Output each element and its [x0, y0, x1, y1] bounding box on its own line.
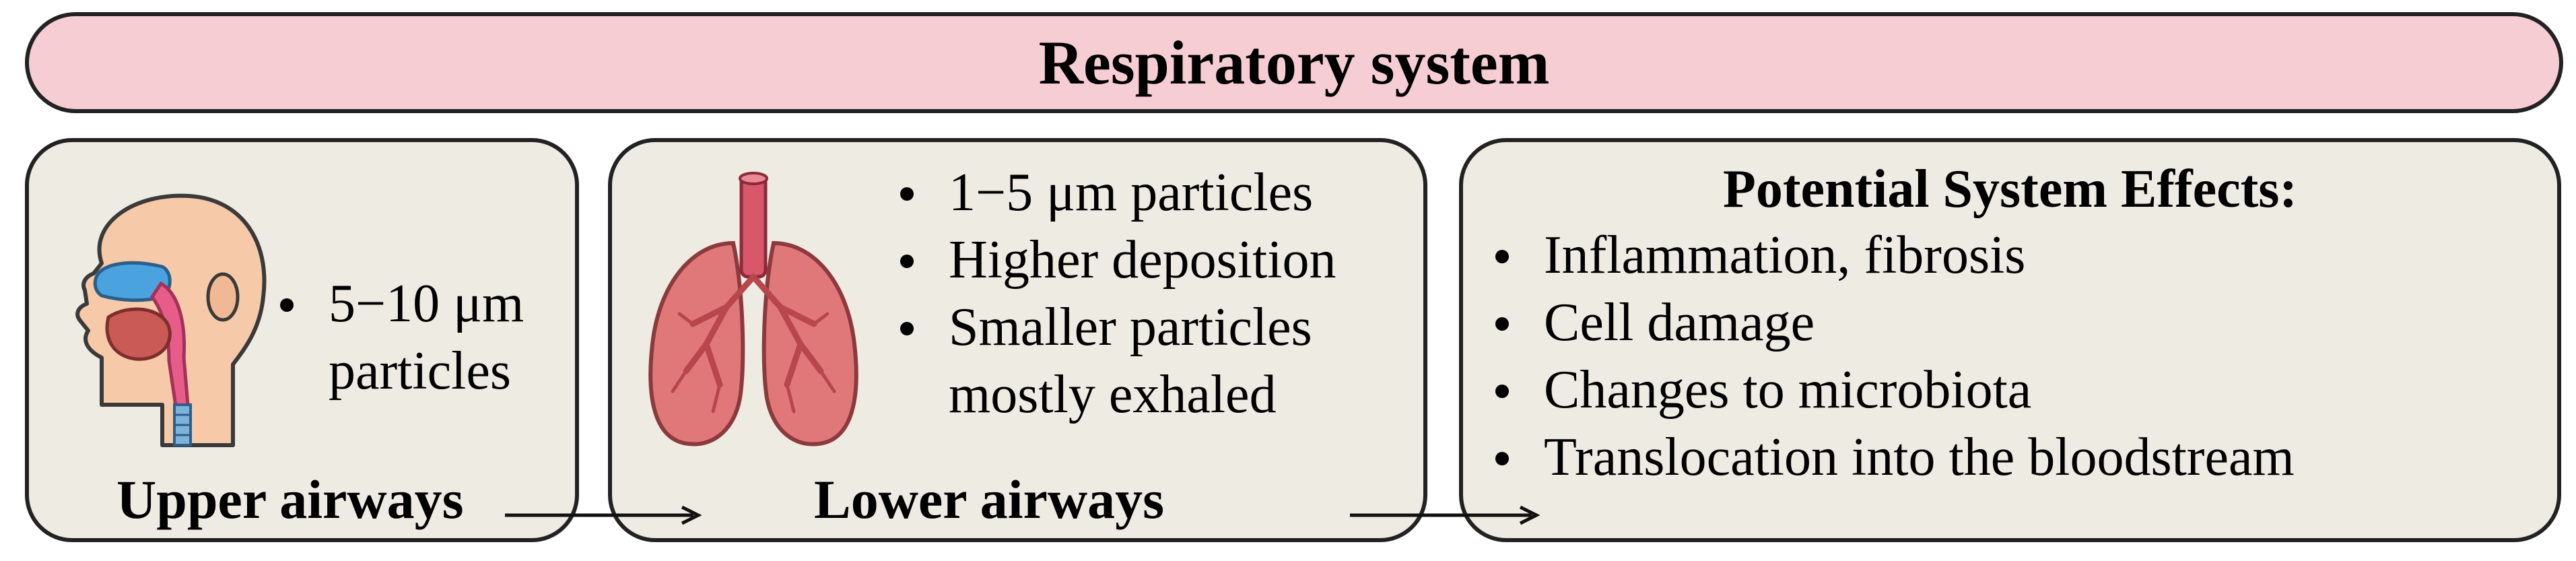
bullet-text: Changes to microbiota: [1544, 360, 2032, 420]
head-airway-icon: [75, 193, 267, 447]
list-item: Higher deposition: [895, 226, 1336, 294]
bullet-text: Smaller particles: [949, 298, 1312, 357]
list-item: Translocation into the bloodstream: [1490, 424, 2295, 491]
system-effects-panel: Potential System Effects: Inflammation, …: [1459, 138, 2561, 542]
list-item: Cell damage: [1490, 289, 2295, 356]
lungs-icon: [648, 172, 858, 447]
bullet-text: Cell damage: [1544, 293, 1815, 352]
lower-airways-panel: 1−5 μm particles Higher deposition Small…: [608, 138, 1427, 542]
list-item: Changes to microbiota: [1490, 356, 2295, 424]
bullet-text: Inflammation, fibrosis: [1544, 226, 2026, 285]
list-item: 1−5 μm particles: [895, 159, 1336, 226]
bullet-text-continued: particles: [329, 341, 511, 401]
lower-bullet-list: 1−5 μm particles Higher deposition Small…: [895, 159, 1336, 428]
upper-airways-panel: 5−10 μm particles Upper airways: [25, 138, 579, 542]
arrow-lower-to-effects: [1350, 505, 1540, 525]
arrow-upper-to-lower: [505, 505, 702, 525]
bullet-text-continued: mostly exhaled: [949, 365, 1277, 424]
effects-title: Potential System Effects:: [1722, 160, 2298, 219]
list-item: 5−10 μm particles: [275, 270, 524, 405]
list-item: Smaller particles mostly exhaled: [895, 294, 1336, 428]
list-item: Inflammation, fibrosis: [1490, 222, 2295, 289]
diagram-title: Respiratory system: [1038, 28, 1550, 97]
title-banner: Respiratory system: [25, 12, 2563, 113]
effects-bullet-list: Inflammation, fibrosis Cell damage Chang…: [1490, 222, 2295, 491]
bullet-text: 5−10 μm: [329, 274, 524, 333]
bullet-text: 1−5 μm particles: [949, 163, 1314, 222]
upper-bullet-list: 5−10 μm particles: [275, 270, 524, 405]
bullet-text: Higher deposition: [949, 230, 1336, 290]
upper-airways-label: Upper airways: [116, 469, 464, 530]
bullet-text: Translocation into the bloodstream: [1544, 428, 2295, 487]
lower-airways-label: Lower airways: [814, 469, 1165, 530]
